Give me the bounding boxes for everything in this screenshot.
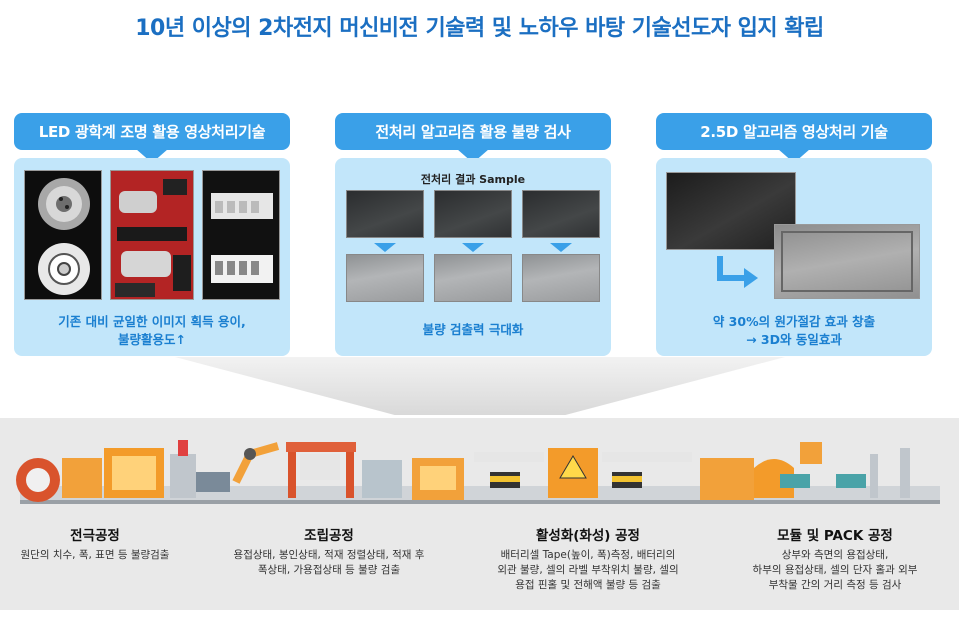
- caption-line-1: 기존 대비 균일한 이미지 획득 용이,: [58, 314, 246, 329]
- funnel-arrow: [175, 357, 785, 415]
- stage-title: 활성화(화성) 공정: [536, 528, 640, 544]
- white-connector-photo: [202, 170, 280, 300]
- stage-electrode: 전극공정 원단의 치수, 폭, 표면 등 불량검출: [10, 524, 180, 563]
- stage-desc-line: 하부의 용접상태, 셀의 단자 홀과 외부: [752, 564, 918, 576]
- stage-desc-line: 배터리셀 Tape(높이, 폭)측정, 배터리의: [500, 549, 676, 561]
- arrow-down-icon: [462, 243, 484, 252]
- panel-caption: 약 30%의 원가절감 효과 창출 → 3D와 동일효과: [656, 313, 932, 349]
- stage-desc-line: 상부와 측면의 용접상태,: [781, 549, 889, 561]
- panel-led-optics: 기존 대비 균일한 이미지 획득 용이, 불량활용도↑: [14, 158, 290, 356]
- caption-line-2: 불량활용도↑: [118, 332, 186, 347]
- sample-title: 전처리 결과 Sample: [420, 173, 526, 186]
- panel-header-label: 2.5D 알고리즘 영상처리 기술: [700, 123, 888, 141]
- panel-header-25d: 2.5D 알고리즘 영상처리 기술: [656, 113, 932, 163]
- raw-image-1: [346, 190, 424, 238]
- stage-title: 조립공정: [304, 528, 354, 544]
- raw-image-2: [434, 190, 512, 238]
- stage-desc-line: 폭상태, 가용접상태 등 불량 검출: [257, 564, 401, 576]
- stage-desc-line: 용접상태, 봉인상태, 적재 정렬상태, 적재 후: [233, 549, 425, 561]
- raw-image-3: [522, 190, 600, 238]
- caption-line-2: → 3D와 동일효과: [746, 332, 842, 347]
- stage-desc-line: 외관 불량, 셀의 라벨 부착위치 불량, 셀의: [497, 564, 679, 576]
- caption-line-1: 약 30%의 원가절감 효과 창출: [712, 314, 876, 329]
- stage-formation: 활성화(화성) 공정 배터리셀 Tape(높이, 폭)측정, 배터리의 외관 불…: [468, 524, 708, 593]
- stage-assembly: 조립공정 용접상태, 봉인상태, 적재 정렬상태, 적재 후 폭상태, 가용접상…: [214, 524, 444, 578]
- arrow-down-icon: [374, 243, 396, 252]
- stage-desc: 원단의 치수, 폭, 표면 등 불량검출: [10, 548, 180, 563]
- arrow-right-icon: [717, 256, 758, 288]
- processed-25d-image: [774, 224, 920, 299]
- production-line-illustration: [16, 440, 940, 504]
- stage-desc: 상부와 측면의 용접상태, 하부의 용접상태, 셀의 단자 홀과 외부 부착물 …: [720, 548, 950, 593]
- panel-caption: 불량 검출력 극대화: [335, 321, 611, 339]
- panel-header-label: 전처리 알고리즘 활용 불량 검사: [375, 123, 571, 141]
- panel-header-label: LED 광학계 조명 활용 영상처리기술: [38, 123, 266, 141]
- arrow-down-icon: [550, 243, 572, 252]
- processed-image-3: [522, 254, 600, 302]
- page-title: 10년 이상의 2차전지 머신비전 기술력 및 노하우 바탕 기술선도자 입지 …: [135, 16, 824, 41]
- panel-header-led-optics: LED 광학계 조명 활용 영상처리기술: [14, 113, 290, 163]
- panel-caption: 기존 대비 균일한 이미지 획득 용이, 불량활용도↑: [14, 313, 290, 349]
- stage-desc: 용접상태, 봉인상태, 적재 정렬상태, 적재 후 폭상태, 가용접상태 등 불…: [214, 548, 444, 578]
- stage-title: 모듈 및 PACK 공정: [777, 528, 893, 544]
- circuit-board-photo: [110, 170, 194, 300]
- stage-desc: 배터리셀 Tape(높이, 폭)측정, 배터리의 외관 불량, 셀의 라벨 부착…: [468, 548, 708, 593]
- panel-header-preprocessing: 전처리 알고리즘 활용 불량 검사: [335, 113, 611, 163]
- caption-line-1: 불량 검출력 극대화: [422, 322, 524, 337]
- stage-desc-line: 부착물 간의 거리 측정 등 검사: [768, 579, 902, 591]
- panel-25d: 약 30%의 원가절감 효과 창출 → 3D와 동일효과: [656, 158, 932, 356]
- processed-image-2: [434, 254, 512, 302]
- factory-section: [0, 418, 959, 610]
- panel-preprocessing: 전처리 결과 Sample 불량 검출력 극대화: [335, 158, 611, 356]
- connector-photo: [24, 170, 102, 300]
- stage-desc-line: 용접 핀홀 및 전해액 불량 등 검출: [515, 579, 661, 591]
- stage-title: 전극공정: [70, 528, 120, 544]
- processed-image-1: [346, 254, 424, 302]
- stage-module-pack: 모듈 및 PACK 공정 상부와 측면의 용접상태, 하부의 용접상태, 셀의 …: [720, 524, 950, 593]
- stage-desc-line: 원단의 치수, 폭, 표면 등 불량검출: [20, 549, 170, 561]
